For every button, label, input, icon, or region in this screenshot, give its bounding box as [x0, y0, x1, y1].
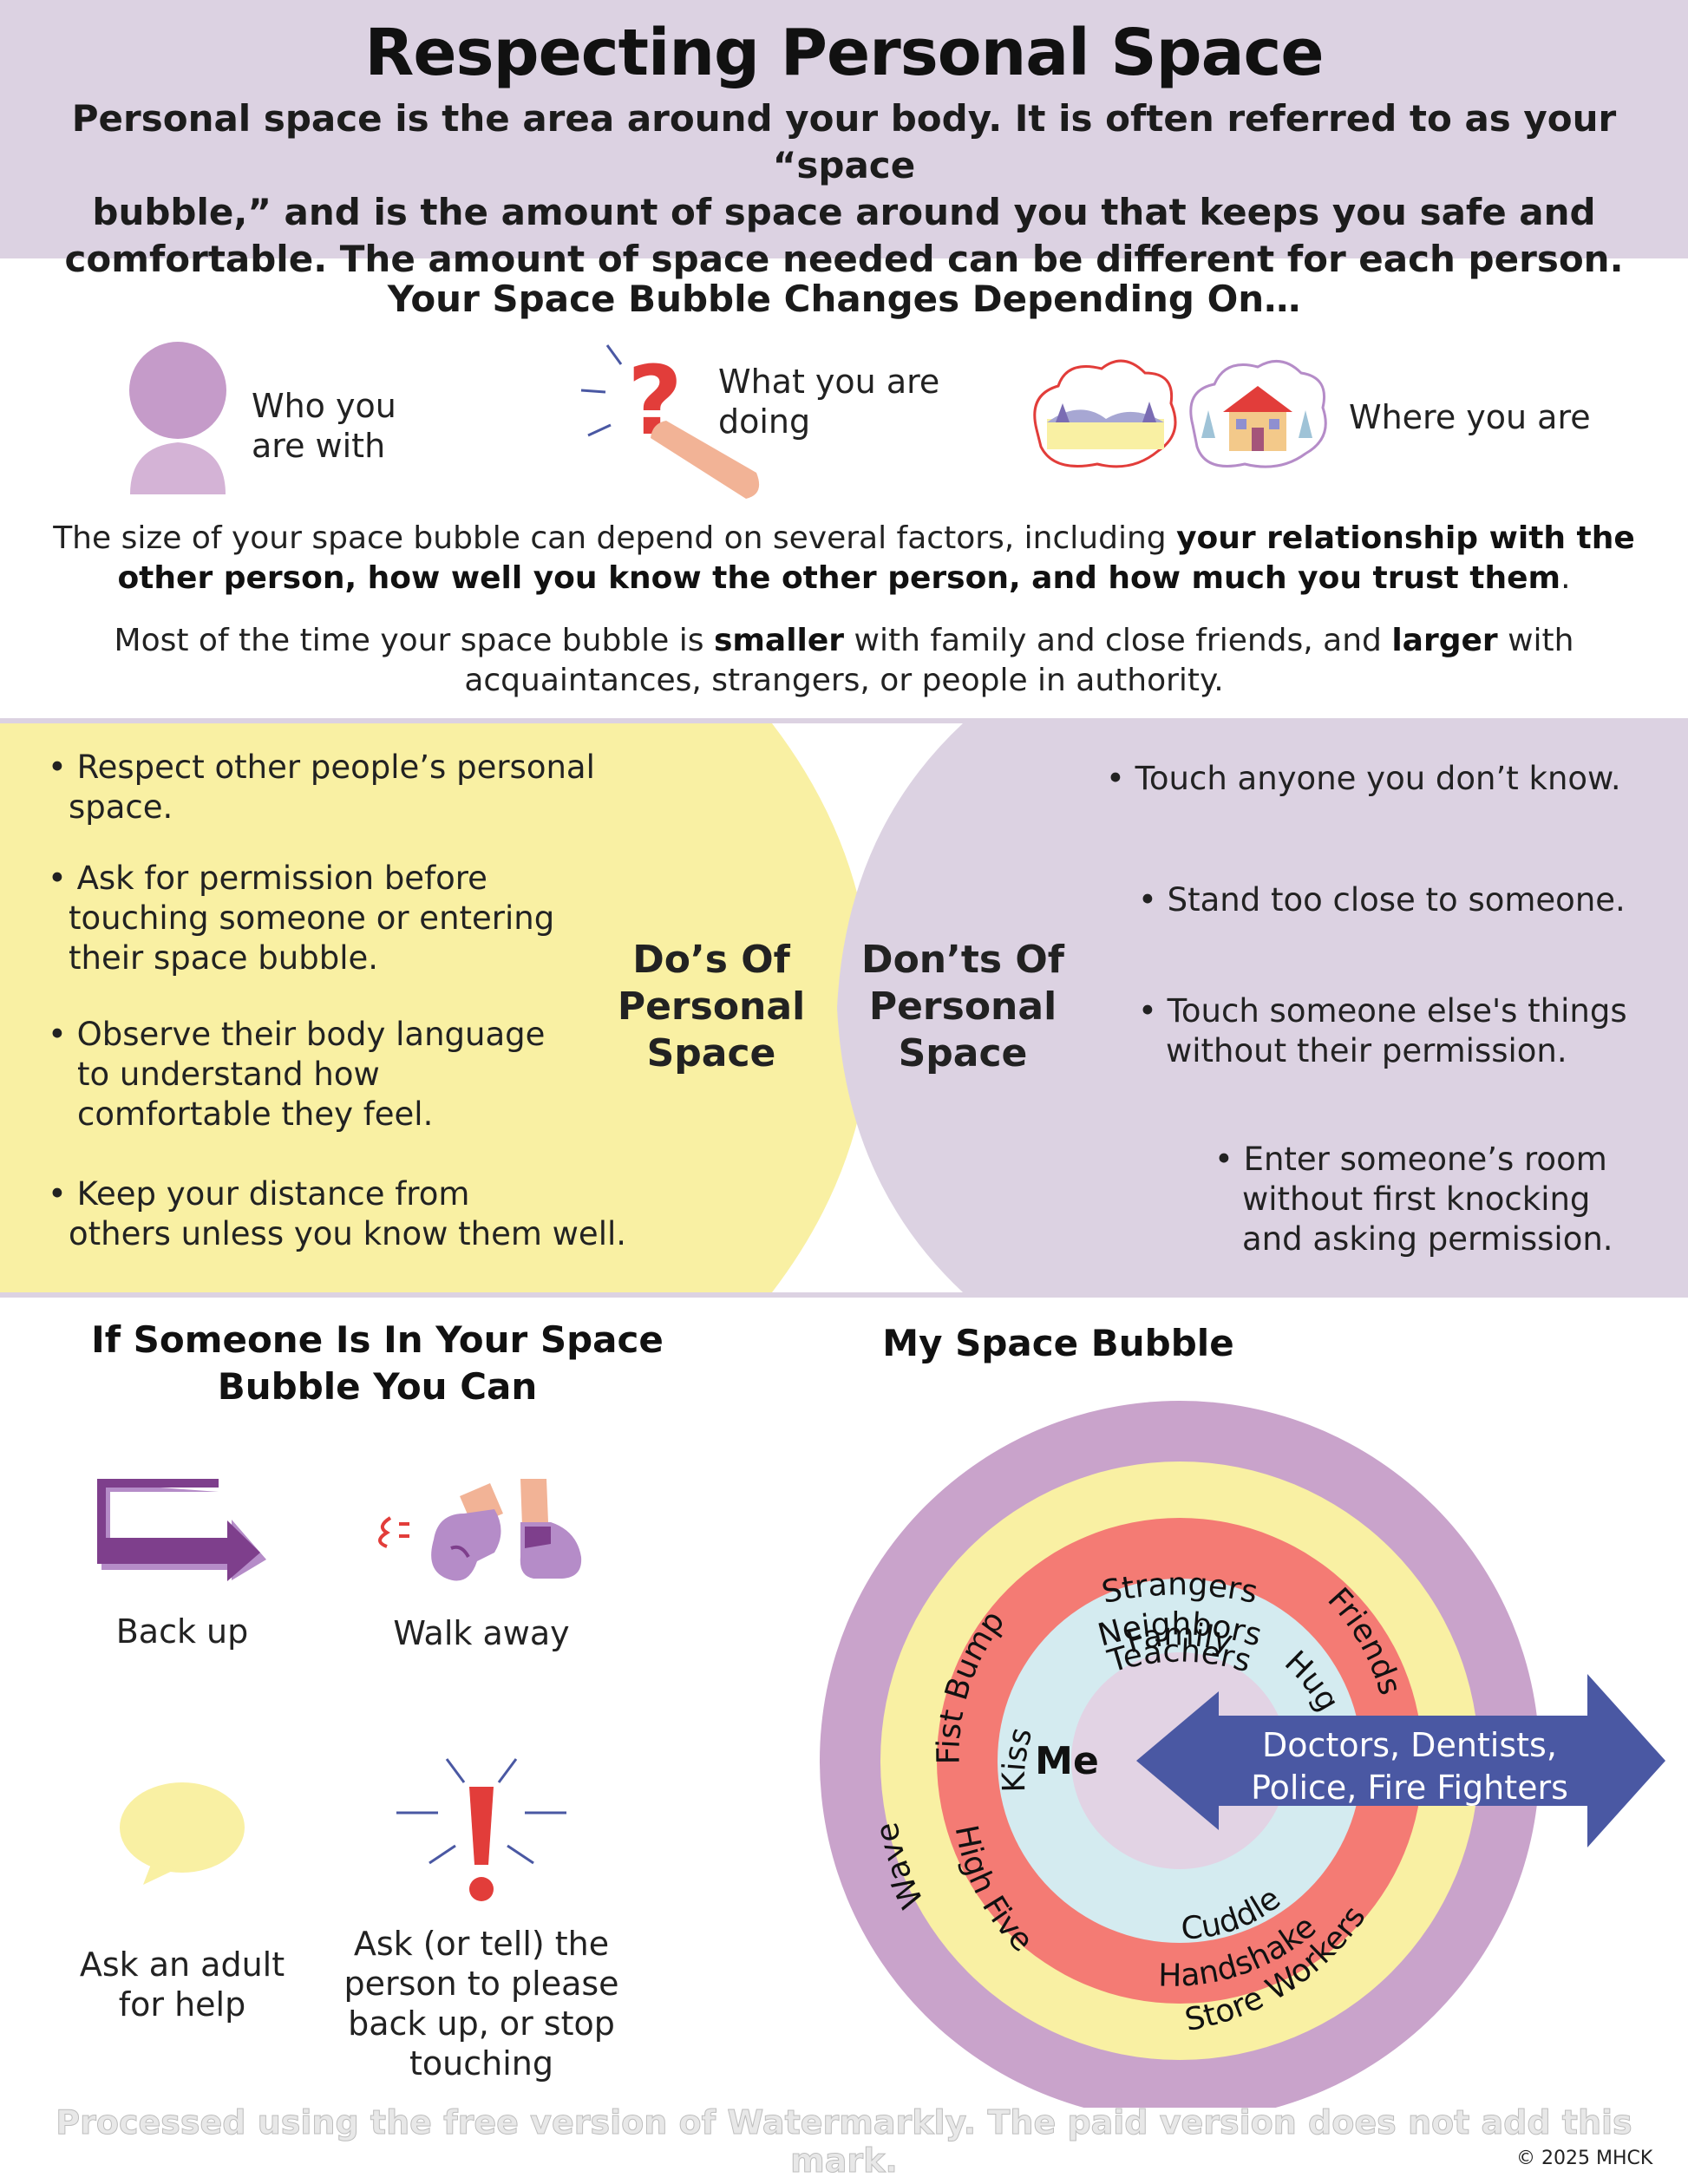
walking-feet-icon — [378, 1479, 582, 1581]
bubble-heading: My Space Bubble — [882, 1322, 1234, 1364]
section-divider — [0, 718, 1688, 723]
do-item-4: • Keep your distance from others unless … — [48, 1175, 627, 1252]
donts-title: Don’ts Of Personal Space — [861, 938, 1064, 1076]
section-divider — [0, 1292, 1688, 1298]
factor-who-label: Who you are with — [252, 387, 396, 465]
speech-bubble-icon — [120, 1782, 245, 1885]
factor-doing-label: What you are doing — [718, 363, 940, 441]
watermark-note: Processed using the free version of Wate… — [56, 2103, 1632, 2181]
dont-item-1: • Touch anyone you don’t know. — [1106, 760, 1621, 797]
intro-line-2: bubble,” and is the amount of space arou… — [92, 191, 1596, 233]
walk-away-label: Walk away — [393, 1614, 570, 1652]
factor-where-label: Where you are — [1349, 398, 1591, 436]
copyright-text: © 2025 MHCK — [1516, 2148, 1653, 2169]
authority-line-1: Doctors, Dentists, — [1262, 1726, 1557, 1764]
actions-heading: If Someone Is In Your Space Bubble You C… — [91, 1318, 664, 1408]
ask-person-label: Ask (or tell) the person to please back … — [343, 1925, 619, 2083]
dont-item-4: • Enter someone’s room without first kno… — [1214, 1141, 1613, 1258]
changes-heading: Your Space Bubble Changes Depending On… — [387, 278, 1301, 320]
header-band — [0, 0, 1688, 258]
dos-title: Do’s Of Personal Space — [617, 938, 806, 1076]
space-bubble-diagram: Strangers Neighbors Wave Store Workers T… — [820, 1401, 1665, 2108]
venn-overlap — [0, 723, 1688, 1292]
intro-line-1: Personal space is the area around your b… — [71, 97, 1617, 186]
back-up-arrow-icon — [97, 1479, 266, 1581]
question-hand-icon: ? — [580, 344, 760, 499]
person-icon — [129, 342, 226, 494]
ask-adult-label: Ask an adult for help — [79, 1945, 285, 2024]
center-me-label: Me — [1035, 1739, 1099, 1783]
authority-arrow — [1136, 1674, 1665, 1847]
intro-paragraph: Personal space is the area around your b… — [35, 95, 1653, 283]
page-title: Respecting Personal Space — [364, 16, 1324, 90]
intro-line-3: comfortable. The amount of space needed … — [64, 238, 1624, 280]
back-up-label: Back up — [115, 1612, 249, 1651]
do-item-3: • Observe their body language to underst… — [48, 1016, 546, 1133]
do-item-2: • Ask for permission before touching som… — [48, 860, 555, 977]
dont-item-2: • Stand too close to someone. — [1138, 881, 1626, 919]
size-paragraph: Most of the time your space bubble is sm… — [114, 623, 1574, 698]
factors-paragraph: The size of your space bubble can depend… — [53, 520, 1635, 596]
dont-item-3: • Touch someone else's things without th… — [1138, 992, 1627, 1069]
do-item-1: • Respect other people’s personal space. — [48, 749, 595, 826]
exclamation-icon — [396, 1758, 566, 1901]
authority-line-2: Police, Fire Fighters — [1251, 1769, 1568, 1807]
places-icon — [1033, 359, 1327, 468]
